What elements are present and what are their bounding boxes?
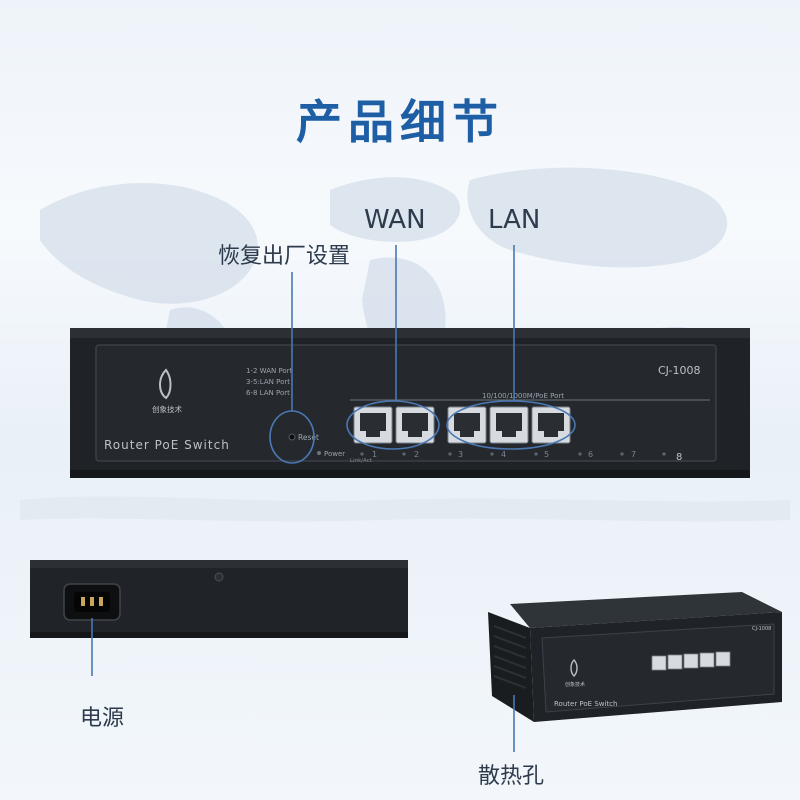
reset-callout-label: 恢复出厂设置 [218,244,351,269]
power-callout-label: 电源 [80,706,125,731]
page-title: 产品细节 [296,95,504,149]
vents-callout-label: 散热孔 [478,764,545,789]
wan-callout-label: WAN [364,205,426,235]
lan-callout-label: LAN [488,205,541,235]
